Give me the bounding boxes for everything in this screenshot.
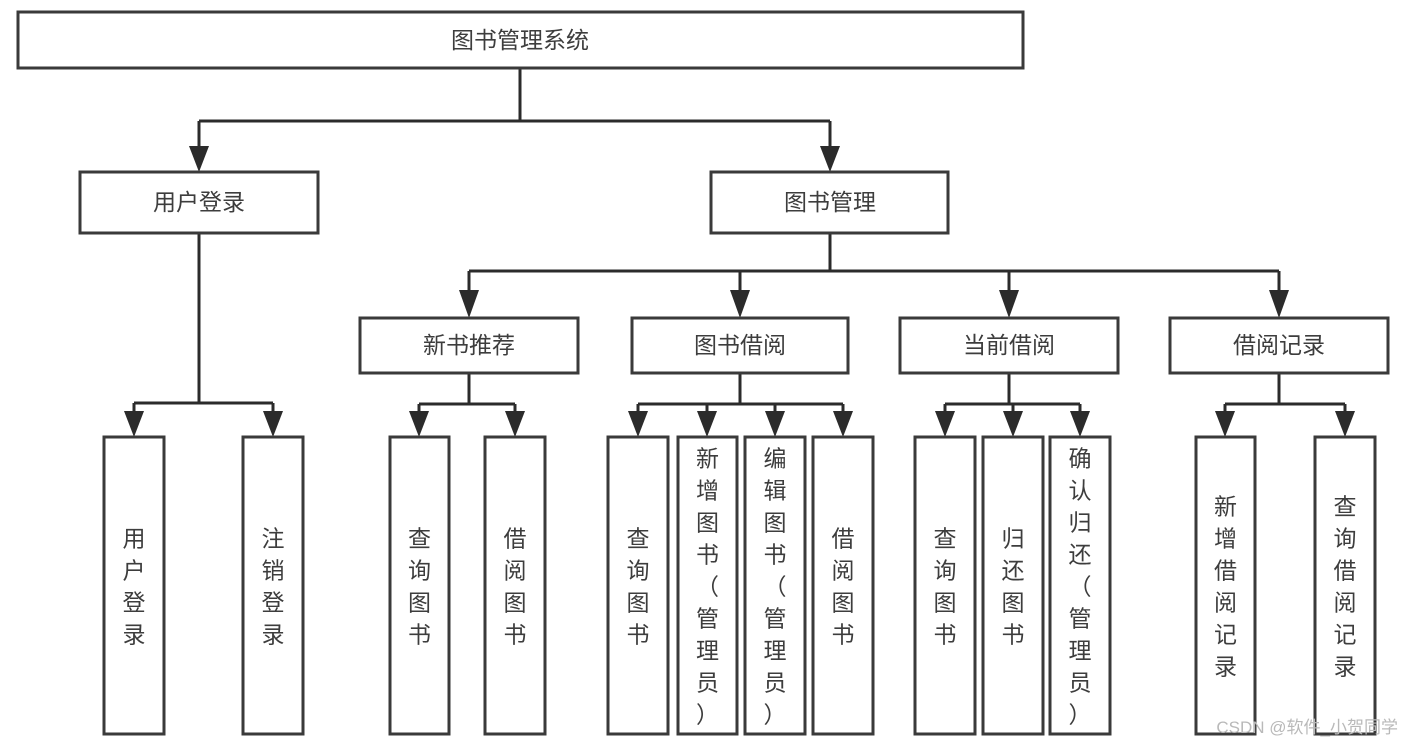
leaf-node-layer: 用户登录 注销登录 查询图书 借阅图书 查询图书 新增图书（管理员） 编辑图书（管理员） 借阅… xyxy=(102,435,1377,736)
arrow-head-book-borrow xyxy=(730,290,750,318)
node-leaf-confirm-return-admin[interactable]: 确认归还（管理员） xyxy=(1048,435,1112,736)
arrow-head-current-borrow xyxy=(999,290,1019,318)
node-leaf-add-book-admin-label: 新增图书（管理员） xyxy=(696,445,719,727)
node-user-login-label: 用户登录 xyxy=(153,189,245,215)
node-leaf-query-book-borrow-label: 查询图书 xyxy=(627,525,650,647)
node-new-book-recommend-box[interactable] xyxy=(358,316,580,375)
connector-group-current-borrow xyxy=(935,373,1090,437)
arrow-head-leaf-user-login xyxy=(124,411,144,437)
node-user-login[interactable]: 用户登录 xyxy=(78,170,320,235)
node-leaf-confirm-return-admin-label: 确认归还（管理员） xyxy=(1069,445,1092,727)
arrow-head-leaf-borrow-book-recommend xyxy=(505,411,525,437)
connector-group-new-book-recommend xyxy=(409,373,525,437)
node-book-borrow[interactable]: 图书借阅 xyxy=(630,316,850,375)
node-leaf-borrow-book-label: 借阅图书 xyxy=(832,525,855,647)
node-root-label: 图书管理系统 xyxy=(451,27,589,53)
node-borrow-record-box[interactable] xyxy=(1168,316,1390,375)
connector-group-user-login xyxy=(124,233,283,437)
node-leaf-query-book-current[interactable]: 查询图书 xyxy=(913,435,977,736)
node-leaf-borrow-book-recommend[interactable]: 借阅图书 xyxy=(483,435,547,736)
node-borrow-record[interactable]: 借阅记录 xyxy=(1168,316,1390,375)
node-borrow-record-label: 借阅记录 xyxy=(1233,332,1325,358)
arrow-head-book-management xyxy=(820,146,840,172)
node-current-borrow[interactable]: 当前借阅 xyxy=(898,316,1120,375)
node-leaf-add-borrow-record-label: 新增借阅记录 xyxy=(1214,493,1237,679)
connector-group-borrow-record xyxy=(1215,373,1355,437)
arrow-head-leaf-query-book-borrow xyxy=(628,411,648,437)
node-current-borrow-box[interactable] xyxy=(898,316,1120,375)
node-book-borrow-box[interactable] xyxy=(630,316,850,375)
node-leaf-return-book[interactable]: 归还图书 xyxy=(981,435,1045,736)
node-leaf-logout[interactable]: 注销登录 xyxy=(241,435,305,736)
arrow-head-leaf-query-book-recommend xyxy=(409,411,429,437)
node-leaf-query-book-recommend[interactable]: 查询图书 xyxy=(388,435,451,736)
node-leaf-query-book-recommend-label: 查询图书 xyxy=(408,525,431,647)
node-leaf-query-book-borrow-box[interactable] xyxy=(606,435,670,736)
node-user-login-box[interactable] xyxy=(78,170,320,235)
node-leaf-query-borrow-record-label: 查询借阅记录 xyxy=(1334,493,1357,679)
arrow-head-leaf-add-borrow-record xyxy=(1215,411,1235,437)
node-leaf-borrow-book[interactable]: 借阅图书 xyxy=(811,435,875,736)
connector-group-book-borrow xyxy=(628,373,853,437)
node-current-borrow-label: 当前借阅 xyxy=(963,332,1055,358)
node-leaf-user-login-label: 用户登录 xyxy=(123,525,146,647)
node-leaf-add-book-admin[interactable]: 新增图书（管理员） xyxy=(676,435,739,736)
node-leaf-edit-book-admin-label: 编辑图书（管理员） xyxy=(764,445,787,727)
node-leaf-edit-book-admin-box[interactable] xyxy=(743,435,807,736)
arrow-head-leaf-borrow-book xyxy=(833,411,853,437)
arrow-head-leaf-logout xyxy=(263,411,283,437)
connector-group-root xyxy=(189,68,840,172)
arrow-head-user-login xyxy=(189,146,209,172)
node-leaf-borrow-book-recommend-label: 借阅图书 xyxy=(504,525,527,647)
node-leaf-confirm-return-admin-box[interactable] xyxy=(1048,435,1112,736)
node-book-management-label: 图书管理 xyxy=(784,189,876,215)
node-leaf-query-borrow-record[interactable]: 查询借阅记录 xyxy=(1313,435,1377,736)
node-leaf-return-book-label: 归还图书 xyxy=(1002,525,1025,647)
node-leaf-add-borrow-record[interactable]: 新增借阅记录 xyxy=(1194,435,1257,736)
node-book-management[interactable]: 图书管理 xyxy=(709,170,950,235)
connector-group-book-management xyxy=(459,233,1289,318)
node-leaf-return-book-box[interactable] xyxy=(981,435,1045,736)
node-leaf-logout-box[interactable] xyxy=(241,435,305,736)
node-leaf-query-book-borrow[interactable]: 查询图书 xyxy=(606,435,670,736)
node-leaf-logout-label: 注销登录 xyxy=(262,525,285,647)
node-leaf-add-book-admin-box[interactable] xyxy=(676,435,739,736)
node-new-book-recommend-label: 新书推荐 xyxy=(423,332,515,358)
node-leaf-add-borrow-record-box[interactable] xyxy=(1194,435,1257,736)
arrow-head-leaf-return-book xyxy=(1003,411,1023,437)
node-leaf-query-book-recommend-box[interactable] xyxy=(388,435,451,736)
arrow-head-leaf-add-book-admin xyxy=(697,411,717,437)
node-leaf-borrow-book-box[interactable] xyxy=(811,435,875,736)
node-leaf-user-login[interactable]: 用户登录 xyxy=(102,435,166,736)
node-leaf-query-book-current-box[interactable] xyxy=(913,435,977,736)
node-leaf-borrow-book-recommend-box[interactable] xyxy=(483,435,547,736)
node-leaf-user-login-box[interactable] xyxy=(102,435,166,736)
node-leaf-edit-book-admin[interactable]: 编辑图书（管理员） xyxy=(743,435,807,736)
node-root[interactable]: 图书管理系统 xyxy=(16,10,1025,70)
arrow-head-leaf-confirm-return-admin xyxy=(1070,411,1090,437)
arrow-head-new-book-recommend xyxy=(459,290,479,318)
watermark-label: CSDN @软件_小贺同学 xyxy=(1216,718,1398,737)
arrow-head-leaf-query-borrow-record xyxy=(1335,411,1355,437)
node-leaf-query-borrow-record-box[interactable] xyxy=(1313,435,1377,736)
node-book-management-box[interactable] xyxy=(709,170,950,235)
node-leaf-query-book-current-label: 查询图书 xyxy=(934,525,957,647)
node-book-borrow-label: 图书借阅 xyxy=(694,332,786,358)
arrow-head-leaf-edit-book-admin xyxy=(765,411,785,437)
arrow-head-leaf-query-book-current xyxy=(935,411,955,437)
node-root-box[interactable] xyxy=(16,10,1025,70)
node-new-book-recommend[interactable]: 新书推荐 xyxy=(358,316,580,375)
arrow-head-borrow-record xyxy=(1269,290,1289,318)
